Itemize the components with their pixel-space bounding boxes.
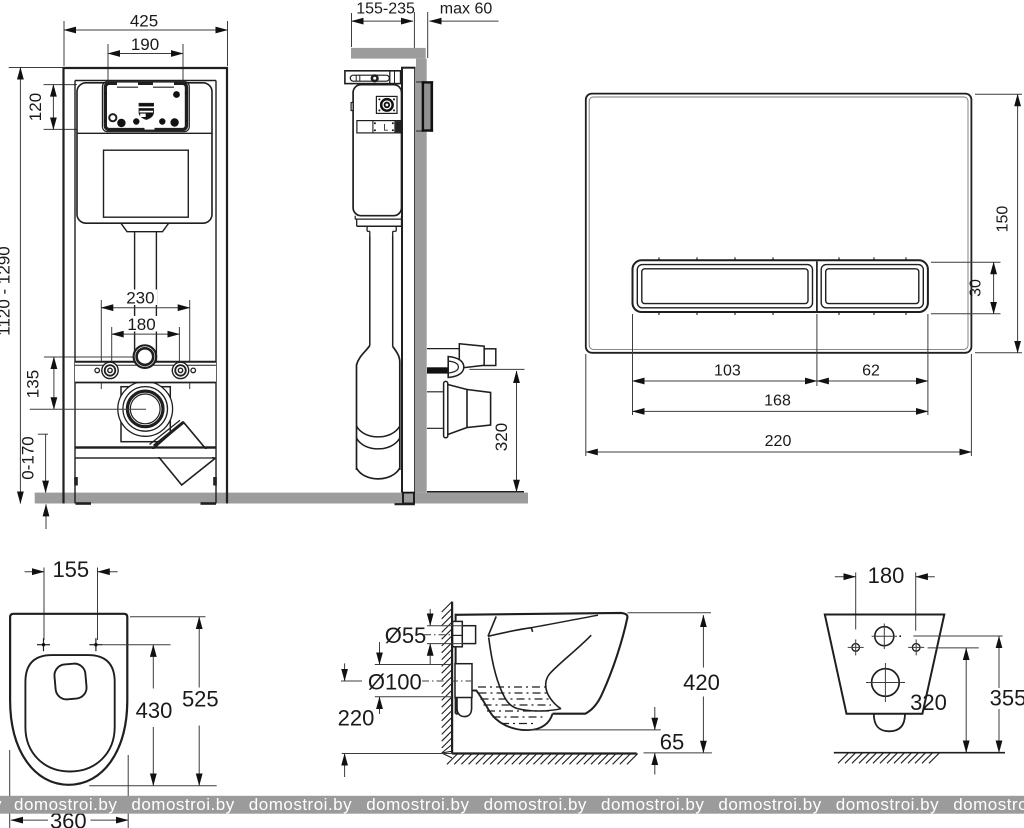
svg-text:max 60: max 60	[440, 1, 493, 18]
svg-text:320: 320	[492, 423, 511, 451]
svg-text:domostroi.by: domostroi.by	[484, 795, 587, 814]
svg-text:domostroi.by: domostroi.by	[836, 795, 939, 814]
svg-text:180: 180	[868, 563, 905, 588]
svg-text:190: 190	[131, 35, 159, 54]
svg-text:domostroi.by: domostroi.by	[366, 795, 469, 814]
svg-text:430: 430	[136, 698, 173, 723]
svg-text:y: y	[0, 795, 2, 814]
svg-text:domostroi.by: domostroi.by	[953, 795, 1024, 814]
svg-text:155-235: 155-235	[356, 1, 415, 18]
svg-text:domostroi.by: domostroi.by	[601, 795, 704, 814]
svg-text:Ø55: Ø55	[385, 623, 427, 648]
svg-text:1120 - 1290: 1120 - 1290	[0, 246, 14, 335]
svg-text:30: 30	[968, 279, 985, 297]
svg-text:425: 425	[130, 12, 158, 31]
svg-text:62: 62	[862, 363, 880, 380]
svg-text:420: 420	[683, 670, 720, 695]
svg-text:135: 135	[23, 370, 42, 398]
svg-text:103: 103	[714, 363, 741, 380]
svg-text:155: 155	[52, 557, 89, 582]
svg-text:355: 355	[990, 686, 1024, 711]
svg-text:domostroi.by: domostroi.by	[14, 795, 117, 814]
svg-text:220: 220	[765, 433, 792, 450]
svg-text:230: 230	[126, 289, 154, 308]
svg-text:domostroi.by: domostroi.by	[249, 795, 352, 814]
svg-text:320: 320	[910, 690, 947, 715]
svg-text:domostroi.by: domostroi.by	[131, 795, 234, 814]
svg-text:525: 525	[182, 687, 219, 712]
svg-text:L: L	[383, 123, 388, 133]
svg-text:0-170: 0-170	[19, 436, 38, 479]
svg-text:150: 150	[995, 206, 1012, 233]
svg-text:65: 65	[660, 730, 684, 755]
svg-text:220: 220	[338, 706, 375, 731]
svg-text:120: 120	[26, 93, 45, 121]
svg-text:168: 168	[764, 393, 791, 410]
svg-text:180: 180	[127, 315, 155, 334]
svg-text:domostroi.by: domostroi.by	[718, 795, 821, 814]
svg-text:Ø100: Ø100	[368, 669, 422, 694]
